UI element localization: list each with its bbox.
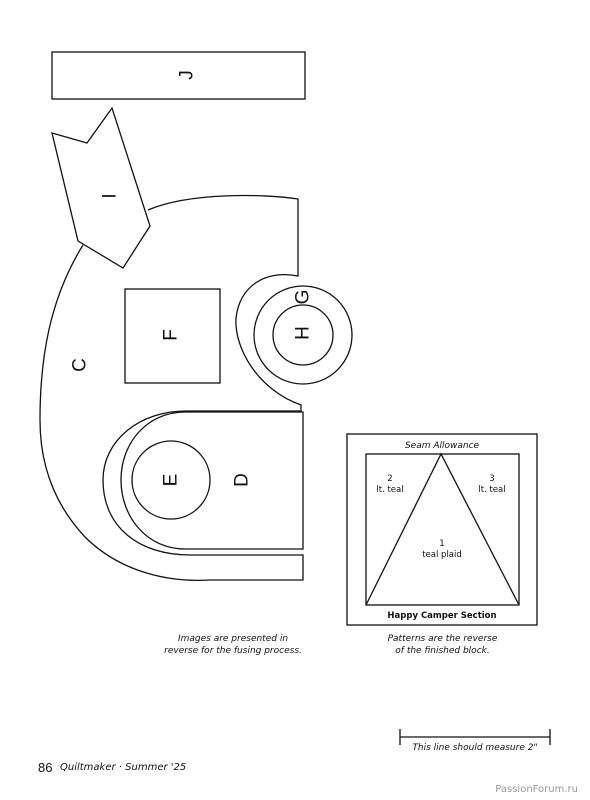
piece-h-outline: [272, 304, 334, 366]
finished-block-outline: [365, 453, 520, 606]
patch-1-fabric: teal plaid: [422, 550, 462, 560]
patch-1-triangle: [365, 452, 520, 606]
piece-j-outline: [51, 51, 306, 100]
label-c: C: [70, 358, 91, 372]
piece-c-outline: [39, 194, 304, 582]
watermark: PassionForum.ru: [495, 784, 578, 795]
label-i: I: [100, 193, 121, 198]
piece-f-outline: [124, 288, 221, 384]
label-h: H: [293, 326, 314, 340]
piece-e-outline: [131, 440, 211, 520]
reverse-caption: Images are presented in reverse for the …: [164, 634, 302, 656]
patch-2-number: 2: [387, 474, 392, 484]
patch-3-fabric: lt. teal: [478, 485, 505, 495]
pattern-caption: Patterns are the reverse of the finished…: [387, 634, 498, 656]
piece-d-outline: [120, 411, 304, 550]
seam-allowance-label: Seam Allowance: [405, 441, 480, 451]
patch-3-number: 3: [489, 474, 494, 484]
seam-allowance-outline: [346, 433, 538, 626]
page-number: 86: [38, 760, 53, 775]
magazine-footer: Quiltmaker · Summer '25: [60, 762, 187, 773]
piece-g-outline: [253, 285, 353, 385]
patch-1-number: 1: [439, 539, 444, 549]
measure-caption: This line should measure 2": [412, 743, 538, 753]
label-j: J: [177, 70, 198, 80]
label-f: F: [161, 329, 182, 341]
patch-2-fabric: lt. teal: [376, 485, 403, 495]
label-d: D: [232, 473, 253, 487]
label-e: E: [161, 474, 182, 487]
piece-i-outline: [51, 106, 151, 269]
label-g: G: [293, 290, 314, 305]
section-name-label: Happy Camper Section: [387, 611, 496, 621]
